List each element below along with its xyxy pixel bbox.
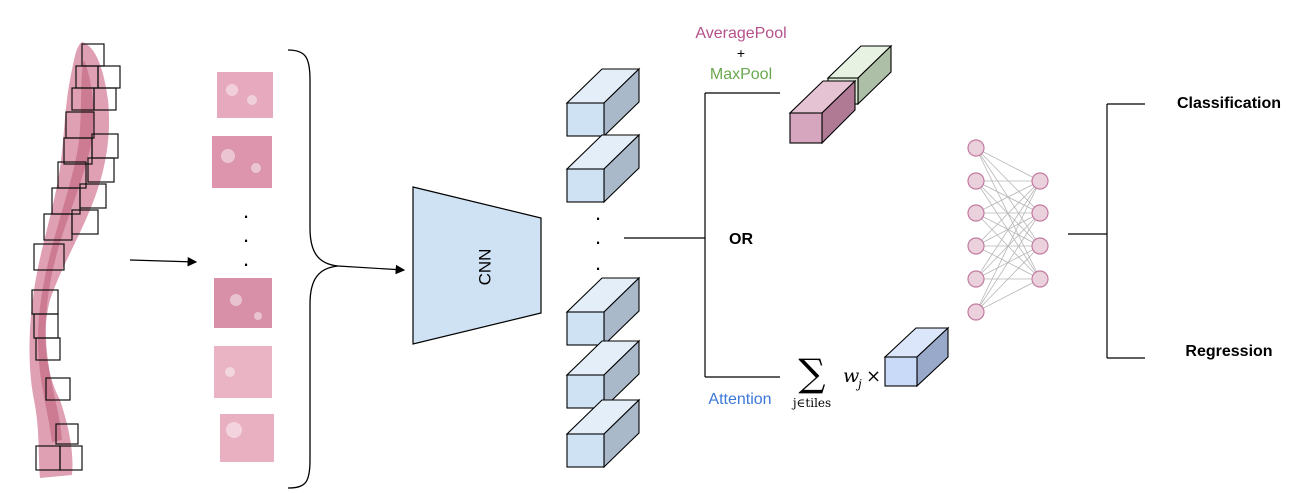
network-node (967, 237, 985, 255)
cnn-label: CNN (475, 249, 494, 286)
feature-cuboid (565, 339, 641, 410)
biopsy-slide-image (29, 42, 121, 478)
attention-label: Attention (708, 391, 771, 408)
branch-connector (624, 92, 780, 378)
sum-subscript: j∈tiles (791, 396, 831, 410)
tile-image (220, 414, 274, 462)
feature-ellipsis-dot: . (595, 224, 601, 249)
feature-maps (565, 67, 641, 469)
tile-grid (31, 43, 121, 471)
arrow-slide-to-tiles (129, 256, 198, 267)
network-edge (975, 180, 1041, 247)
times-symbol: × (866, 366, 881, 387)
network-node (967, 270, 985, 288)
tile-image (217, 72, 273, 118)
network-node (967, 139, 985, 157)
tile-image (214, 346, 272, 398)
network-edge (975, 212, 1041, 313)
feature-cuboid (565, 67, 641, 138)
sum-symbol: ∑ (798, 351, 825, 395)
weight-symbol: w (843, 365, 859, 387)
tile-stack (212, 72, 274, 462)
plus-label: + (737, 45, 745, 61)
classification-label: Classification (1177, 95, 1281, 112)
fully-connected-network (967, 139, 1049, 321)
network-node (1031, 270, 1049, 288)
network-node (967, 303, 985, 321)
regression-label: Regression (1185, 343, 1272, 360)
cnn-block (412, 186, 542, 345)
network-node (1031, 237, 1049, 255)
network-edge (975, 180, 1041, 313)
tile-ellipsis-dot: . (243, 222, 249, 247)
tile-image (214, 278, 272, 328)
network-edge (975, 278, 1041, 313)
averagepool-label: AveragePool (695, 25, 786, 42)
weight-subscript: j (855, 377, 862, 391)
tile-ellipsis-dot: . (243, 246, 249, 271)
averagepool-cuboid (788, 79, 857, 145)
arrow-brace-to-cnn (337, 264, 406, 275)
network-node (967, 172, 985, 190)
feature-cuboid (565, 276, 641, 347)
tile-image (212, 136, 272, 188)
feature-cuboid (565, 398, 641, 469)
network-node (1031, 172, 1049, 190)
network-node (1031, 204, 1049, 222)
feature-cuboid (565, 133, 641, 204)
or-label: OR (729, 231, 753, 248)
attention-cuboid (883, 326, 950, 388)
feature-ellipsis-dot: . (595, 200, 601, 225)
tile-ellipsis-dot: . (243, 198, 249, 223)
network-edge (975, 147, 1041, 214)
network-edge (975, 147, 1041, 182)
network-edge (975, 180, 1041, 214)
maxpool-label: MaxPool (710, 66, 772, 83)
network-edge (975, 180, 1041, 280)
network-edge (975, 245, 1041, 313)
output-bracket (1068, 103, 1145, 359)
feature-ellipsis-dot: . (595, 250, 601, 275)
network-node (967, 204, 985, 222)
tile-brace (287, 49, 339, 489)
